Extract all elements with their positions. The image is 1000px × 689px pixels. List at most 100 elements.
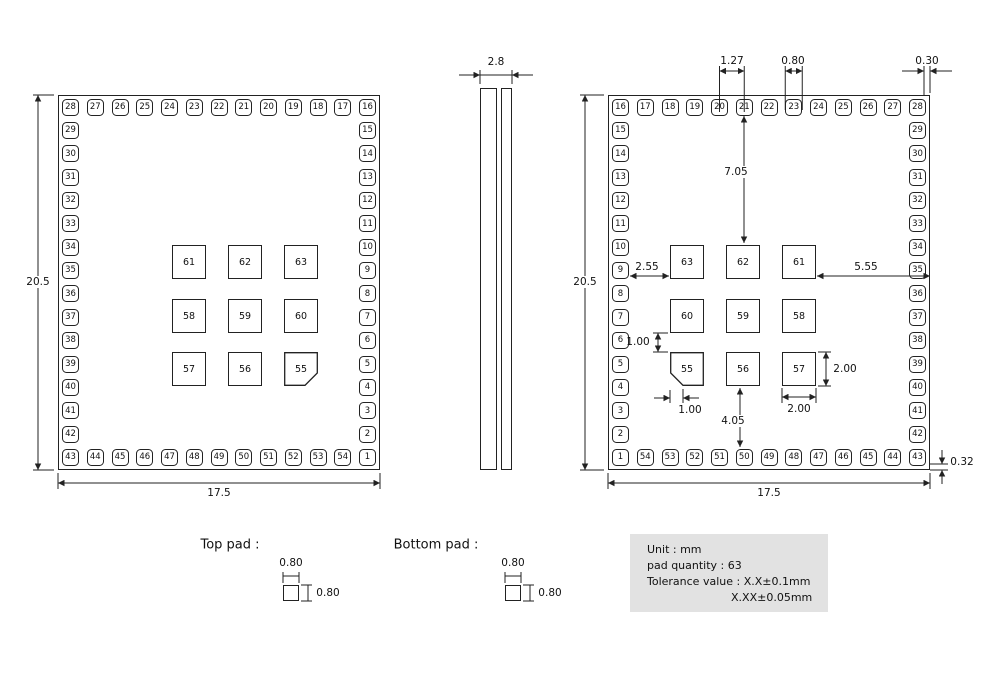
- top-view-pad-3: 3: [359, 402, 376, 420]
- top-view-pad-10: 10: [359, 238, 376, 256]
- bottom-view-pad-39: 39: [909, 355, 926, 373]
- top-pad-width: 0.80: [279, 557, 303, 569]
- top-view-pad-53: 53: [309, 449, 327, 466]
- bottom-view-pad-52: 52: [686, 449, 704, 466]
- bottom-view-pad-38: 38: [909, 332, 926, 350]
- dim-pad-width: 2.00: [787, 403, 811, 415]
- bottom-view-pad-12: 12: [612, 192, 629, 210]
- bottom-view-pad-34: 34: [909, 238, 926, 256]
- bottom-view-pad-30: 30: [909, 145, 926, 163]
- bottom-view-pad-46: 46: [834, 449, 852, 466]
- top-view-center-pad-63: 63: [284, 245, 318, 279]
- bottom-view-pad-19: 19: [686, 99, 704, 116]
- info-unit: Unit : mm: [647, 543, 702, 556]
- top-view-pad-27: 27: [86, 99, 104, 116]
- bottom-view-pad-1: 1: [612, 448, 629, 466]
- top-view-pad-43: 43: [62, 448, 79, 466]
- bottom-view-pad-43: 43: [909, 448, 926, 466]
- dim-edge-gap: 0.30: [915, 55, 939, 67]
- top-view-pad-25: 25: [136, 99, 154, 116]
- bottom-view-pad-15: 15: [612, 122, 629, 139]
- top-view-pad-41: 41: [62, 402, 79, 420]
- top-view-pad-31: 31: [62, 168, 79, 186]
- bottom-view-pad-44: 44: [884, 449, 902, 466]
- dim-left-offset: 2.55: [635, 261, 659, 273]
- top-view-pad-49: 49: [210, 449, 228, 466]
- dim-pitch: 1.27: [720, 55, 744, 67]
- bottom-view-pad-54: 54: [636, 449, 654, 466]
- top-view-pad-8: 8: [359, 285, 376, 303]
- bottom-view-pad-26: 26: [859, 99, 877, 116]
- top-view-pad-16: 16: [359, 99, 376, 116]
- top-view-pad-54: 54: [334, 449, 352, 466]
- side-view-body-left: [480, 88, 497, 470]
- dim-center-offset-v: 7.05: [721, 166, 751, 178]
- top-view-pad-2: 2: [359, 425, 376, 443]
- top-view-pad-6: 6: [359, 332, 376, 350]
- top-view-pad-20: 20: [260, 99, 277, 116]
- bottom-view-pad-41: 41: [909, 402, 926, 420]
- bottom-view-pad-48: 48: [785, 449, 803, 466]
- bottom-view-pad-32: 32: [909, 192, 926, 210]
- bottom-view-pad-9: 9: [612, 262, 629, 280]
- dim-right-height: 20.5: [570, 276, 600, 288]
- bottom-view-pad-5: 5: [612, 355, 629, 373]
- dim-row-gap: 1.00: [626, 336, 650, 348]
- top-view-pad-34: 34: [62, 238, 79, 256]
- top-view-pad-52: 52: [284, 449, 302, 466]
- bottom-view-center-pad-55: 55: [670, 352, 704, 386]
- top-view-pad-35: 35: [62, 262, 79, 280]
- bottom-view-pad-47: 47: [810, 449, 827, 466]
- top-view-pad-32: 32: [62, 192, 79, 210]
- bottom-view-pad-51: 51: [711, 449, 728, 466]
- bottom-view-pad-49: 49: [760, 449, 778, 466]
- dimension-lines-group: [33, 66, 952, 602]
- bottom-view-pad-22: 22: [760, 99, 778, 116]
- bottom-view-pad-24: 24: [810, 99, 827, 116]
- top-view-pad-21: 21: [235, 99, 253, 116]
- top-view-pad-18: 18: [309, 99, 327, 116]
- top-view-pad-48: 48: [185, 449, 203, 466]
- dim-pad-height: 2.00: [833, 363, 857, 375]
- bottom-pad-width: 0.80: [501, 557, 525, 569]
- side-view-body-right: [501, 88, 512, 470]
- top-view-pad-15: 15: [359, 122, 376, 139]
- top-view-pad-36: 36: [62, 285, 79, 303]
- top-view-outline: [58, 95, 380, 470]
- bottom-pad-caption: Bottom pad :: [393, 537, 479, 553]
- top-pad-height: 0.80: [316, 587, 340, 599]
- top-pad-shape: [283, 585, 299, 601]
- top-view-center-pad-55: 55: [284, 352, 318, 386]
- bottom-view-pad-6: 6: [612, 332, 629, 350]
- bottom-view-center-pad-58: 58: [782, 299, 816, 333]
- top-view-center-pad-61: 61: [172, 245, 206, 279]
- bottom-view-pad-13: 13: [612, 168, 629, 186]
- top-view-pad-5: 5: [359, 355, 376, 373]
- top-view-pad-23: 23: [185, 99, 203, 116]
- bottom-view-center-pad-62: 62: [726, 245, 760, 279]
- top-view-pad-44: 44: [86, 449, 104, 466]
- dim-bottom-offset: 4.05: [718, 415, 748, 427]
- dim-chamfer: 1.00: [678, 404, 702, 416]
- bottom-view-pad-25: 25: [834, 99, 852, 116]
- top-view-center-pad-56: 56: [228, 352, 262, 386]
- bottom-view-center-pad-61: 61: [782, 245, 816, 279]
- top-view-pad-24: 24: [161, 99, 178, 116]
- top-view-pad-1: 1: [359, 448, 376, 466]
- top-view-pad-45: 45: [111, 449, 129, 466]
- bottom-view-pad-27: 27: [884, 99, 902, 116]
- top-view-pad-22: 22: [210, 99, 228, 116]
- bottom-pad-height: 0.80: [538, 587, 562, 599]
- bottom-view-pad-8: 8: [612, 285, 629, 303]
- dim-pad-width-top: 0.80: [781, 55, 805, 67]
- bottom-view-center-pad-63: 63: [670, 245, 704, 279]
- bottom-view-pad-36: 36: [909, 285, 926, 303]
- bottom-view-pad-11: 11: [612, 215, 629, 233]
- top-view-pad-42: 42: [62, 425, 79, 443]
- bottom-view-pad-2: 2: [612, 425, 629, 443]
- top-view-pad-9: 9: [359, 262, 376, 280]
- bottom-view-pad-50: 50: [735, 449, 753, 466]
- bottom-view-pad-14: 14: [612, 145, 629, 163]
- top-view-pad-7: 7: [359, 308, 376, 326]
